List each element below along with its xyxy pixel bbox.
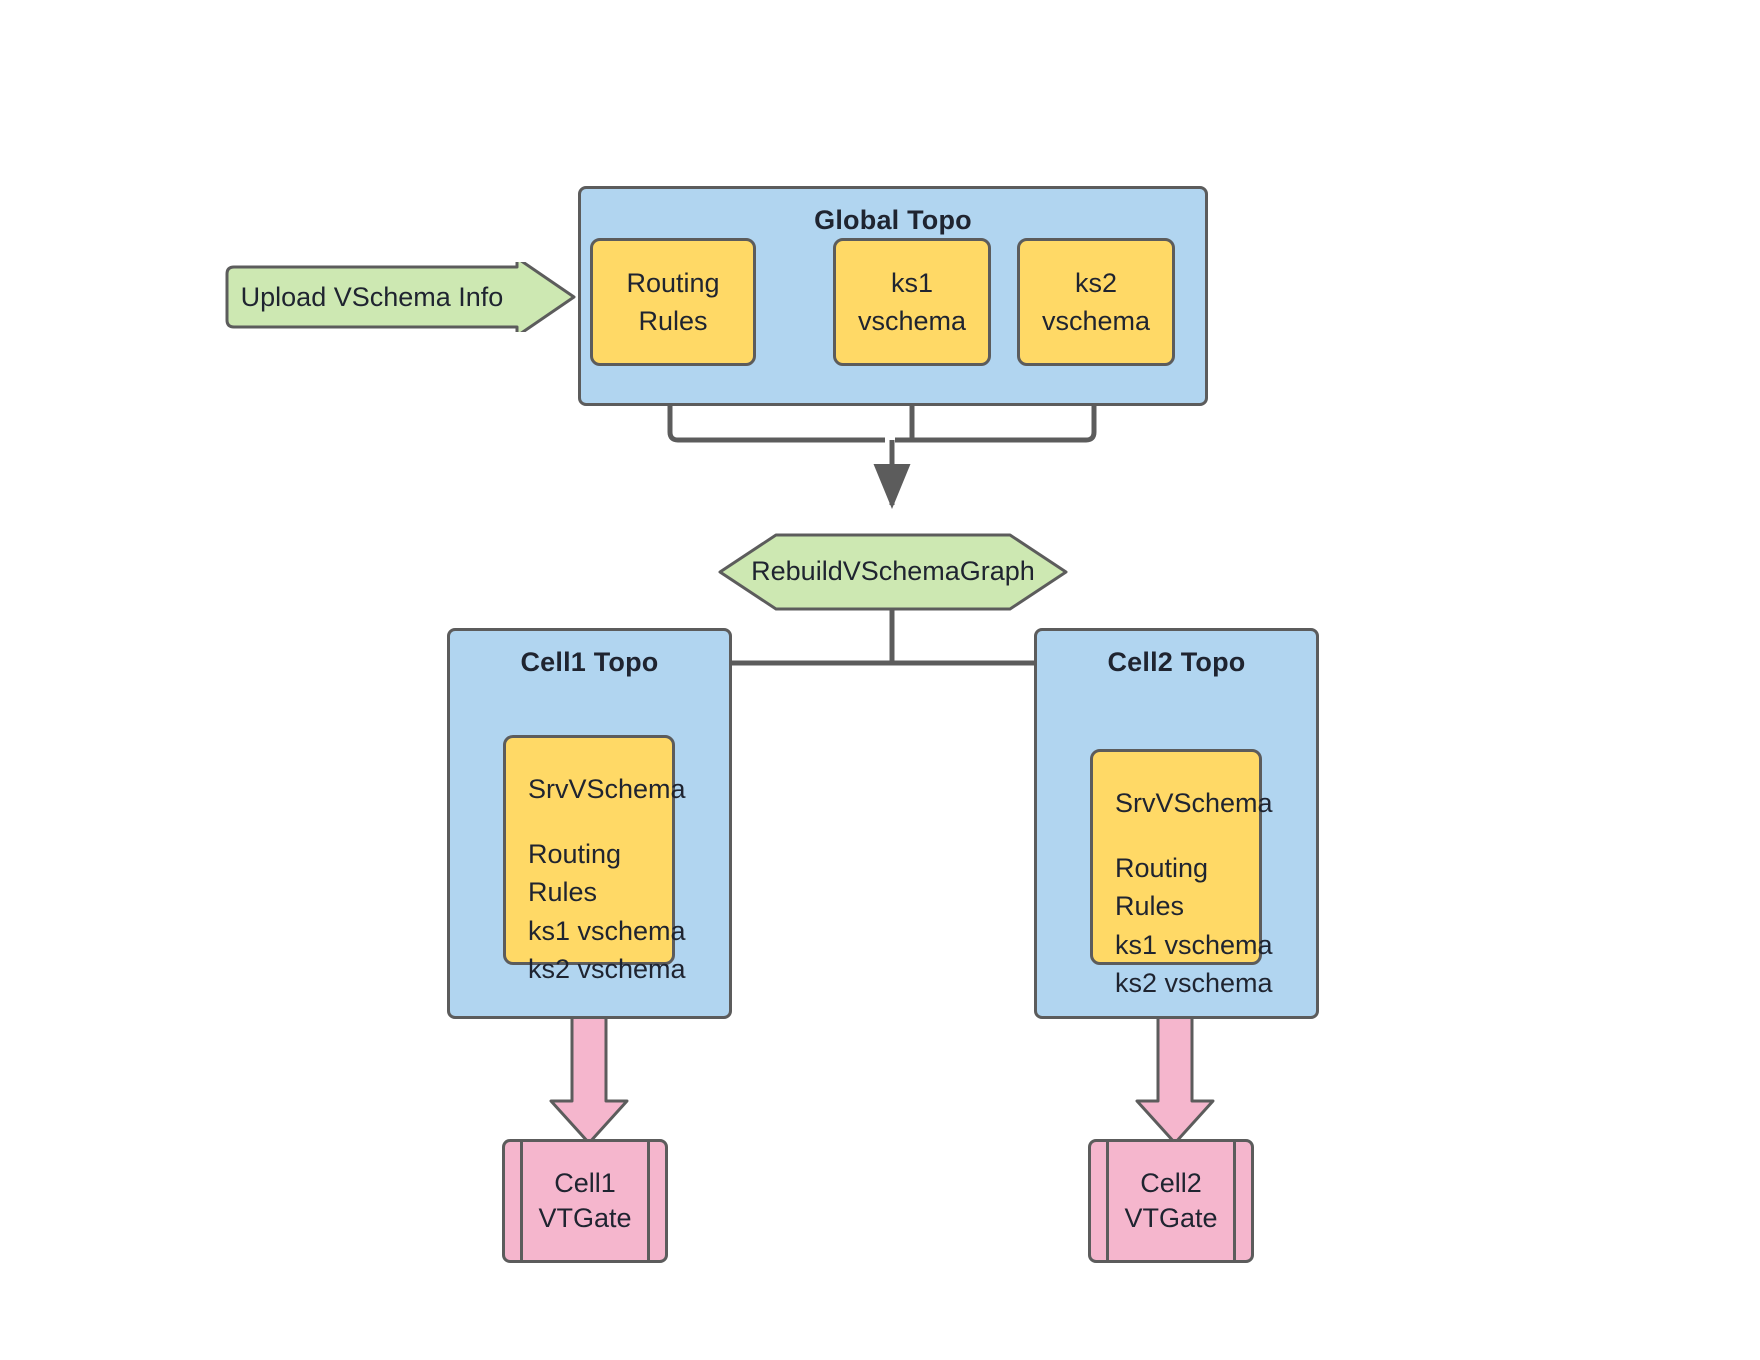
global-box-ks1-vschema-label: ks1 vschema <box>857 267 967 336</box>
process-bar-left-icon <box>1106 1139 1109 1263</box>
cell1-srvvschema-box[interactable]: SrvVSchema Routing Rules ks1 vschema ks2… <box>503 735 686 984</box>
global-box-ks2-vschema-label: ks2 vschema <box>1041 267 1151 336</box>
cell1-topo-title: Cell1 Topo <box>520 647 659 677</box>
process-bar-right-icon <box>647 1139 650 1263</box>
upload-arrow-shape <box>225 262 576 332</box>
global-topo-title: Global Topo <box>814 205 972 235</box>
cell2-srvvschema-heading: SrvVSchema <box>1115 788 1273 818</box>
upload-vschema-arrow: Upload VSchema Info <box>222 262 580 332</box>
global-box-ks2-vschema[interactable]: ks2 vschema <box>1017 238 1175 366</box>
cell2-topo-title: Cell2 Topo <box>1107 647 1246 677</box>
hexagon-shape <box>718 533 1068 611</box>
rebuild-vschema-graph-action[interactable]: RebuildVSchemaGraph <box>718 533 1068 611</box>
cell1-srvvschema-lines: Routing Rules ks1 vschema ks2 vschema <box>528 839 686 985</box>
rebuild-vschema-graph-label: RebuildVSchemaGraph <box>751 556 1035 587</box>
process-bar-left-icon <box>520 1139 523 1263</box>
cell2-vtgate[interactable]: Cell2 VTGate <box>1088 1139 1254 1263</box>
global-box-routing-rules[interactable]: Routing Rules <box>590 238 756 366</box>
cell2-srvvschema-box[interactable]: SrvVSchema Routing Rules ks1 vschema ks2… <box>1090 749 1273 998</box>
cell2-vtgate-label: Cell2 VTGate <box>1124 1167 1218 1233</box>
process-bar-right-icon <box>1233 1139 1236 1263</box>
upload-arrow-label: Upload VSchema Info <box>240 281 504 312</box>
cell1-srvvschema-heading: SrvVSchema <box>528 774 686 804</box>
cell1-vtgate[interactable]: Cell1 VTGate <box>502 1139 668 1263</box>
cell2-srvvschema-lines: Routing Rules ks1 vschema ks2 vschema <box>1115 853 1273 999</box>
global-box-routing-rules-label: Routing Rules <box>626 267 720 336</box>
cell1-vtgate-label: Cell1 VTGate <box>538 1167 632 1233</box>
global-box-ks1-vschema[interactable]: ks1 vschema <box>833 238 991 366</box>
